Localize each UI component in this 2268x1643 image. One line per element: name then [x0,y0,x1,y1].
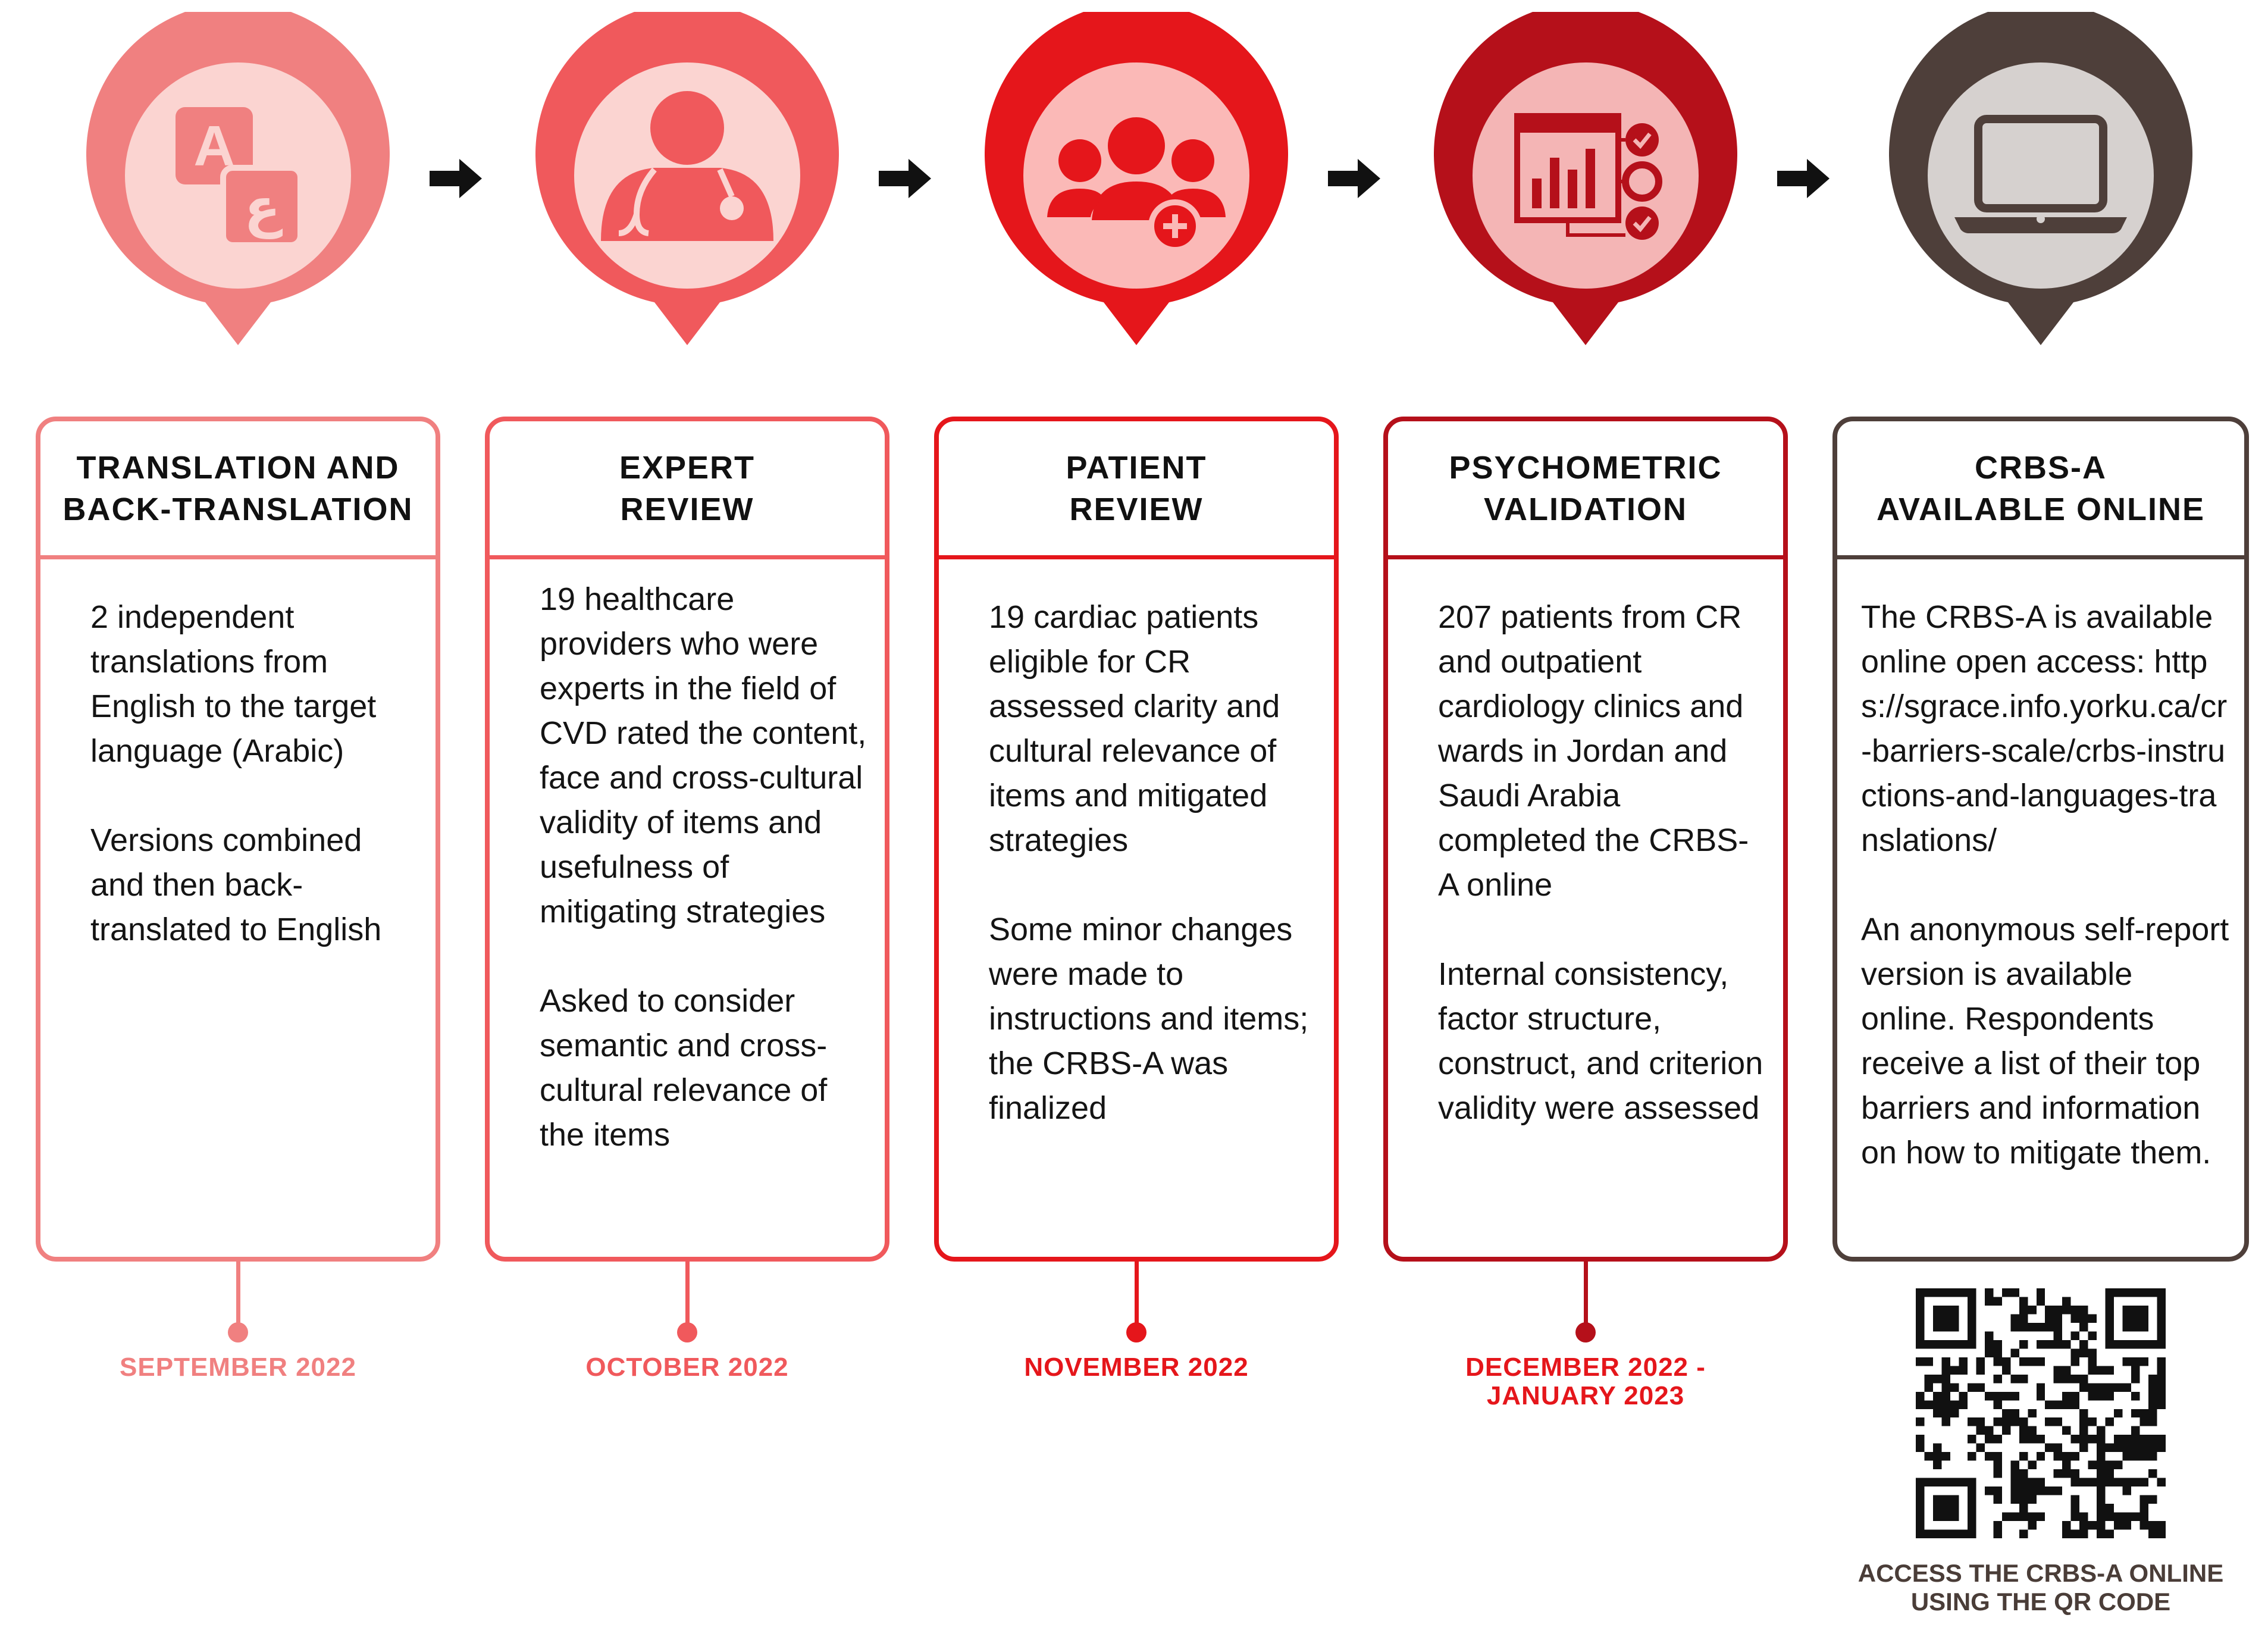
stage-card: EXPERT REVIEW 19 healthcare providers wh… [485,417,889,1262]
stage-text: 19 cardiac patients eligible for CR asse… [989,599,1280,858]
stage-title: TRANSLATION AND BACK-TRANSLATION [40,421,436,559]
translation-icon: A ع [86,12,390,357]
stage-available-online: CRBS-A AVAILABLE ONLINE The CRBS-A is av… [1832,0,2249,1643]
stage-card: PATIENT REVIEW 19 cardiac patients eligi… [934,417,1339,1262]
timeline-dot [1575,1322,1596,1342]
stage-description: 2 independent translations from English … [40,559,436,952]
timeline-connector [685,1262,690,1332]
stage-text: 19 healthcare providers who were experts… [540,581,867,930]
qr-caption: ACCESS THE CRBS-A ONLINE USING THE QR CO… [1857,1559,2224,1616]
stage-translation: A ع TRANSLATION AND BACK-TRANSLATION 2 i… [36,0,440,1643]
stage-text: Some minor changes were made to instruct… [989,912,1309,1126]
stage-expert-review: EXPERT REVIEW 19 healthcare providers wh… [485,0,889,1643]
stage-card: TRANSLATION AND BACK-TRANSLATION 2 indep… [36,417,440,1262]
timeline-connector [1584,1262,1588,1332]
stage-text: Asked to consider semantic and cross-cul… [540,983,828,1153]
stage-date: NOVEMBER 2022 [1024,1353,1249,1382]
stage-title: EXPERT REVIEW [490,421,885,559]
stage-text: 2 independent translations from English … [90,599,377,769]
arrow-right-icon [879,158,932,199]
doctor-icon [535,12,839,357]
stage-description: 19 cardiac patients eligible for CR asse… [939,559,1334,1131]
arrow-right-icon [430,158,483,199]
svg-text:ع: ع [244,177,283,239]
stage-date: SEPTEMBER 2022 [120,1353,356,1382]
timeline-dot [677,1322,697,1342]
stage-description: The CRBS-A is available online open acce… [1837,559,2244,1175]
analytics-dashboard-icon [1434,12,1737,357]
laptop-icon [1889,12,2192,357]
qr-code-icon[interactable] [1916,1288,2166,1538]
stage-text: Versions combined and then back-translat… [90,822,382,947]
timeline-dot [228,1322,248,1342]
stage-text: Internal consistency, factor structure, … [1438,956,1763,1126]
stage-title: PATIENT REVIEW [939,421,1334,559]
stage-card: PSYCHOMETRIC VALIDATION 207 patients fro… [1383,417,1788,1262]
stage-description: 19 healthcare providers who were experts… [490,559,885,1157]
stage-text: The CRBS-A is available online open acce… [1861,599,2228,858]
stage-date: DECEMBER 2022 - JANUARY 2023 [1465,1353,1706,1410]
stage-text: 207 patients from CR and outpatient card… [1438,599,1749,903]
stage-text: An anonymous self-report version is avai… [1861,912,2229,1171]
timeline-connector [236,1262,240,1332]
timeline-connector [1135,1262,1139,1332]
timeline-dot [1126,1322,1146,1342]
stage-description: 207 patients from CR and outpatient card… [1388,559,1783,1131]
stage-title: CRBS-A AVAILABLE ONLINE [1837,421,2244,559]
stage-date: OCTOBER 2022 [585,1353,789,1382]
stage-card: CRBS-A AVAILABLE ONLINE The CRBS-A is av… [1832,417,2249,1262]
patient-group-icon [985,12,1288,357]
stage-patient-review: PATIENT REVIEW 19 cardiac patients eligi… [934,0,1339,1643]
stage-psychometric-validation: PSYCHOMETRIC VALIDATION 207 patients fro… [1383,0,1788,1643]
arrow-right-icon [1777,158,1831,199]
arrow-right-icon [1328,158,1382,199]
stage-title: PSYCHOMETRIC VALIDATION [1388,421,1783,559]
